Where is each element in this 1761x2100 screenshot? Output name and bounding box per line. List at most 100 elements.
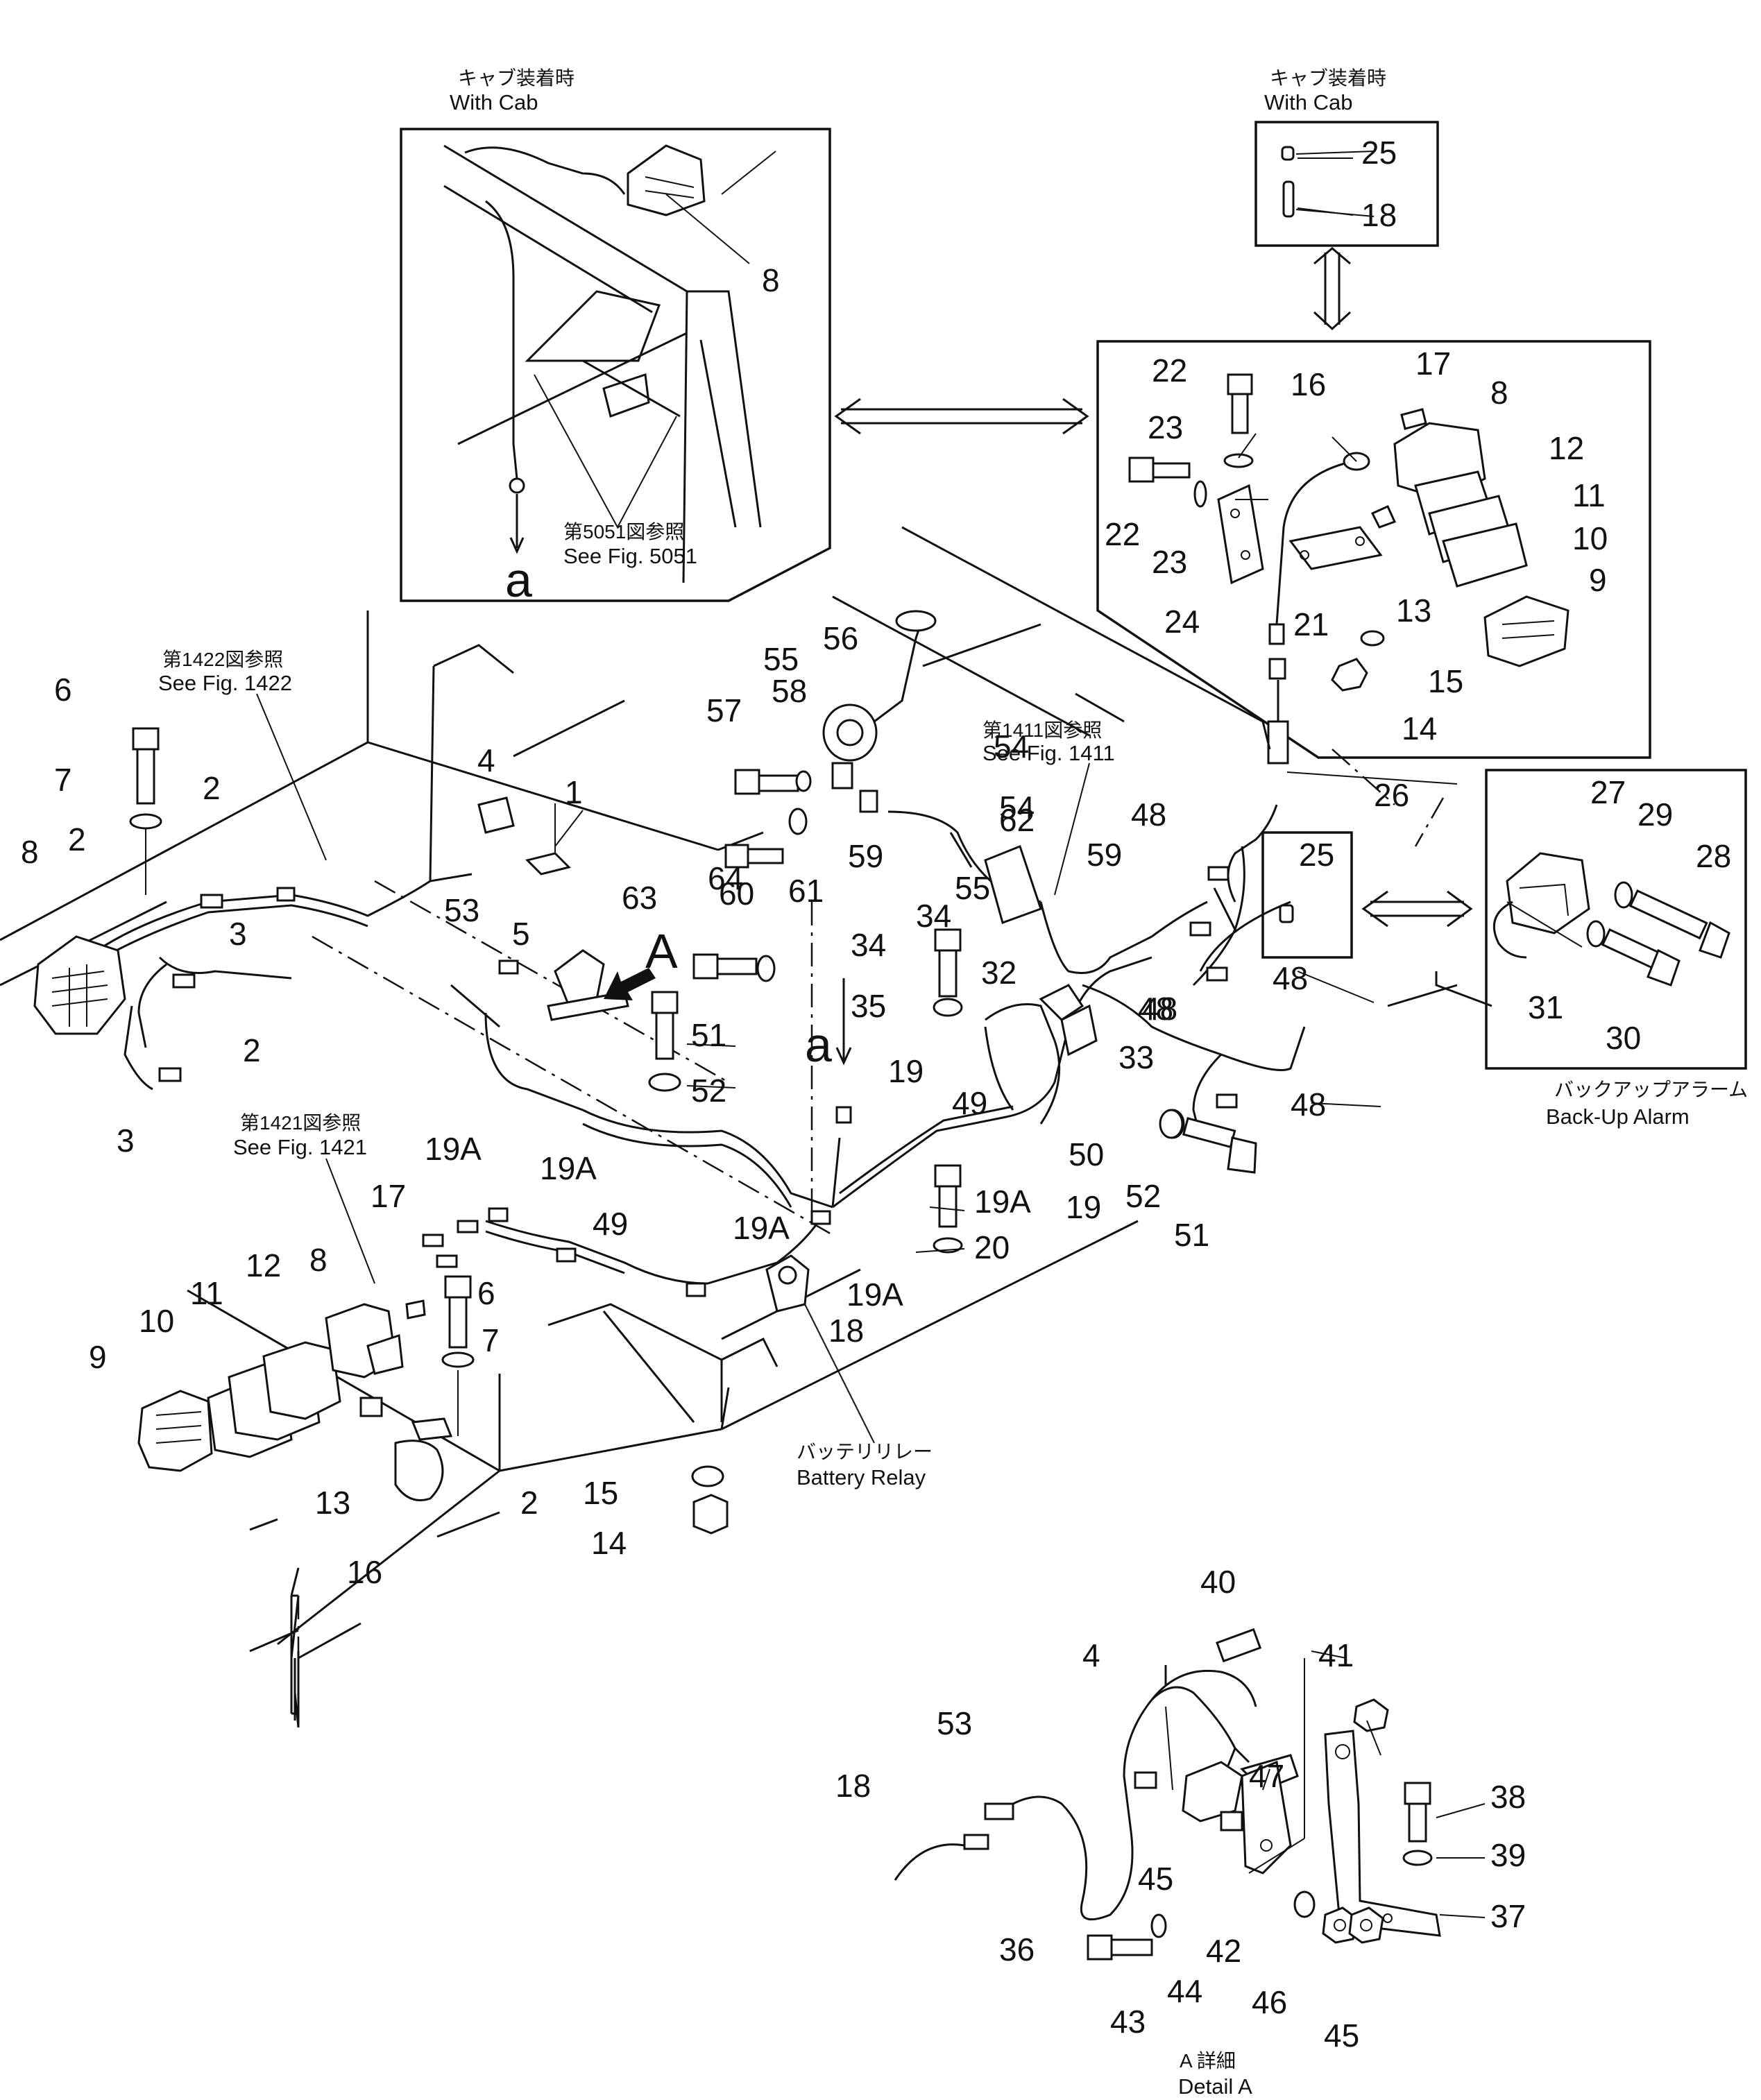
callout-30: 29	[1637, 796, 1673, 833]
with-cab-label-en-2: With Cab	[1264, 90, 1352, 114]
callout-33: 32	[981, 955, 1016, 991]
harness-wires	[96, 804, 1306, 1285]
callout-49-e: 48	[1142, 991, 1177, 1027]
callout-11-a: 11	[1572, 477, 1606, 513]
callout-8-cab: 8	[762, 262, 780, 298]
callout-17-b: 17	[371, 1178, 406, 1214]
callout-18-top: 18	[1361, 197, 1397, 233]
callout-26-top: 25	[1361, 135, 1397, 171]
callout-leaders	[554, 151, 1486, 1918]
callout-53-b: 52	[691, 1073, 726, 1109]
battery-relay-jp: バッテリリレー	[797, 1441, 933, 1462]
link-arrows-right	[1261, 831, 1473, 959]
callout-3-a: 3	[229, 916, 247, 952]
see-1411-en: See Fig. 1411	[982, 741, 1115, 765]
callout-12-a: 12	[1549, 430, 1584, 466]
callout-29: 28	[1696, 838, 1731, 874]
callout-54-a: 53	[444, 892, 479, 928]
callout-35-b: 34	[851, 927, 886, 963]
connector-a-cab: a	[505, 553, 532, 607]
callout-48: 47	[1249, 1758, 1284, 1794]
callout-32: 31	[1528, 989, 1563, 1025]
callout-12-b: 12	[246, 1247, 281, 1283]
callout-56-b: 55	[763, 641, 799, 677]
callout-8-b: 8	[1490, 375, 1508, 411]
reference-notes: 第1422図参照 See Fig. 1422 第1411図参照 See Fig.…	[158, 649, 1115, 1489]
callout-64: 63	[622, 880, 657, 916]
battery-relay-en: Battery Relay	[797, 1465, 926, 1489]
callout-63: 62	[999, 802, 1035, 838]
callout-35: 34	[916, 898, 951, 934]
see-5051-jp: 第5051図参照	[563, 521, 684, 543]
cab-work-lamp	[627, 144, 706, 216]
callout-19a-d: 19A	[847, 1277, 903, 1313]
callout-41: 40	[1200, 1564, 1236, 1600]
see-1422-en: See Fig. 1422	[158, 671, 292, 695]
callout-15-b: 15	[583, 1475, 618, 1511]
callout-19-a: 19	[888, 1053, 924, 1089]
callout-65: 64	[708, 860, 743, 896]
callout-36: 35	[851, 988, 886, 1024]
callout-59: 58	[772, 673, 807, 709]
callout-44: 43	[1110, 2004, 1146, 2040]
machine-frame	[0, 526, 1492, 1728]
callout-16-a: 16	[1291, 366, 1326, 402]
callout-7-b: 7	[482, 1322, 500, 1358]
backup-alarm-inset: バックアップアラーム Back-Up Alarm	[1485, 769, 1748, 1129]
callout-51: 50	[1069, 1136, 1104, 1172]
callout-1: 1	[565, 774, 583, 810]
lamp-assembly-inset	[1096, 340, 1651, 765]
callout-8-d: 8	[309, 1242, 327, 1278]
with-cab-label-en: With Cab	[450, 90, 538, 114]
callout-42: 41	[1318, 1637, 1354, 1673]
detail-a-en: Detail A	[1178, 2074, 1252, 2099]
detail-a-marker: A	[645, 924, 678, 978]
see-5051-en: See Fig. 5051	[563, 544, 697, 568]
callout-46-b: 45	[1324, 2017, 1359, 2054]
callout-19a-a: 19A	[540, 1150, 597, 1186]
link-arrow-horizontal	[834, 398, 1089, 435]
callout-14-b: 14	[591, 1525, 627, 1561]
callout-11-b: 11	[190, 1275, 223, 1311]
callout-18-main: 18	[828, 1313, 864, 1349]
see-1421-en: See Fig. 1421	[233, 1135, 367, 1159]
callout-52-a: 51	[1174, 1217, 1209, 1253]
backup-alarm-en: Back-Up Alarm	[1546, 1104, 1690, 1129]
with-cab-label-jp-2: キャブ装着時	[1270, 67, 1386, 89]
callout-57: 56	[823, 620, 858, 656]
callout-45: 44	[1167, 1973, 1202, 2009]
callout-4-b: 4	[1082, 1637, 1100, 1673]
callout-6-b: 6	[477, 1275, 495, 1311]
callout-8-c: 8	[21, 834, 39, 870]
callout-6-a: 6	[54, 672, 72, 708]
callout-27: 26	[1374, 777, 1409, 813]
front-work-lamp-left	[33, 935, 126, 1035]
part-callouts: 8 25 18 22 23 22 23 24 16 17 8 12 11 10 …	[21, 135, 1731, 2054]
callout-2-c: 2	[243, 1032, 261, 1068]
callout-24-a: 23	[1148, 409, 1183, 445]
with-cab-inset-left: キャブ装着時 With Cab a 第5051図参照 See Fig. 5051	[400, 67, 831, 607]
callout-2-a: 2	[203, 770, 221, 806]
callout-38: 37	[1490, 1898, 1526, 1934]
callout-34: 33	[1118, 1039, 1154, 1075]
callout-37: 36	[999, 1931, 1035, 1967]
callout-9-a: 9	[1589, 562, 1607, 598]
callout-24-b: 23	[1152, 544, 1187, 580]
rear-work-lamp-9	[137, 1390, 213, 1472]
callout-25: 24	[1164, 604, 1200, 640]
components: A	[33, 610, 1257, 1535]
callout-28: 27	[1590, 774, 1626, 810]
callout-14-a: 14	[1402, 710, 1437, 746]
callout-16-b: 16	[347, 1554, 382, 1590]
callout-20: 19A	[974, 1184, 1031, 1220]
callout-19a-c: 19A	[733, 1210, 790, 1246]
callout-49-b: 48	[1273, 960, 1308, 996]
callout-55: 54	[994, 728, 1029, 765]
callout-55-b: 54	[999, 789, 1035, 826]
with-cab-label-jp: キャブ装着時	[458, 67, 575, 89]
callout-23-a: 22	[1152, 352, 1187, 389]
callout-40: 39	[1490, 1837, 1526, 1873]
connector-a-main: a	[805, 1018, 832, 1072]
callout-9-b: 9	[89, 1339, 107, 1375]
cab-inset-frame	[400, 128, 831, 602]
